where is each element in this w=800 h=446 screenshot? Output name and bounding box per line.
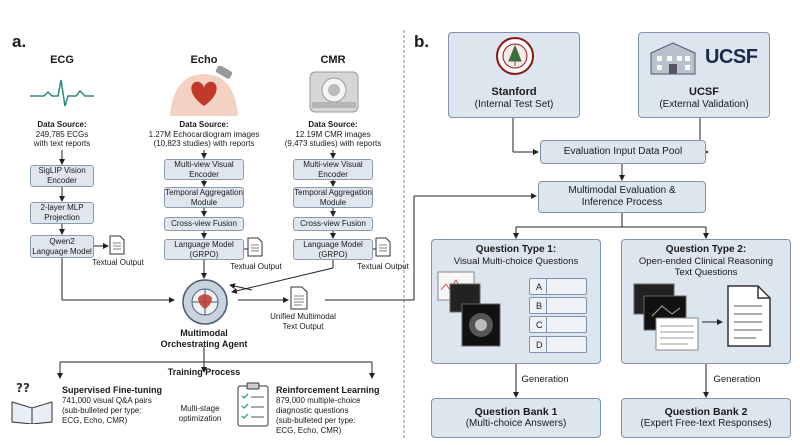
inference-line1: Multimodal Evaluation &: [568, 185, 676, 196]
ecg-language-model: Qwen2 Language Model: [30, 235, 94, 258]
panel-b-label: b.: [414, 32, 430, 51]
option-d: D: [529, 336, 587, 353]
generation-label-2: Generation: [713, 374, 761, 385]
unified-output-line1: Unified Multimodal: [270, 312, 336, 321]
rl-title: Reinforcement Learning: [276, 385, 380, 395]
option-b: B: [529, 297, 587, 314]
multistage-line1: Multi-stage: [180, 404, 220, 413]
ecg-mlp-projection: 2-layer MLP Projection: [30, 202, 94, 224]
ecg-source-title: Data Source:: [37, 120, 87, 129]
sft-line3: ECG, Echo, CMR): [62, 416, 128, 425]
rl-line1: 879,000 multiple-choice: [276, 396, 361, 405]
heart-echo-icon: [170, 66, 238, 116]
cmr-cross-view-fusion: Cross-view Fusion: [293, 217, 373, 231]
sft-line1: 741,000 visual Q&A pairs: [62, 396, 152, 405]
echo-source-line1: 1.27M Echocardiogram images: [148, 130, 260, 139]
rl-line4: ECG, Echo, CMR): [276, 426, 342, 435]
svg-text:??: ??: [16, 381, 30, 395]
cmr-title: CMR: [320, 54, 346, 66]
stanford-box: Stanford (Internal Test Set): [448, 32, 580, 118]
stanford-seal-logo: [496, 37, 534, 75]
echo-source-title: Data Source:: [179, 120, 229, 129]
unified-output-line2: Text Output: [282, 322, 324, 331]
cmr-textual-output: Textual Output: [357, 262, 409, 271]
ucsf-sub: (External Validation): [659, 99, 749, 110]
ecg-waveform-icon: [30, 79, 94, 107]
stanford-sub: (Internal Test Set): [474, 99, 554, 110]
ecg-textual-output: Textual Output: [92, 258, 144, 267]
orchestrating-agent-icon: [182, 279, 228, 325]
sft-title: Supervised Fine-tuning: [62, 385, 163, 395]
bank1-title: Question Bank 1: [474, 405, 558, 418]
inference-line2: Inference Process: [581, 197, 663, 208]
rl-line2: diagnostic questions: [276, 406, 349, 415]
unified-document-icon: [290, 286, 308, 310]
cmr-source-title: Data Source:: [308, 120, 358, 129]
qt1-title: Question Type 1:: [475, 244, 557, 255]
stanford-name: Stanford: [491, 85, 537, 98]
qt2-sub-line2: Text Questions: [674, 267, 738, 279]
echo-language-model: Language Model (GRPO): [164, 239, 244, 260]
qt2-sub-line1: Open-ended Clinical Reasoning: [638, 256, 774, 267]
echo-title: Echo: [190, 54, 218, 66]
echo-source-line2: (10,823 studies) with reports: [153, 139, 255, 148]
bank2-sub: (Expert Free-text Responses): [640, 418, 772, 430]
evaluation-input-pool: Evaluation Input Data Pool: [540, 140, 706, 164]
sft-line2: (sub-bulleted per type:: [62, 406, 142, 415]
cmr-source-line2: (9,473 studies) with reports: [284, 139, 382, 148]
ecg-vision-encoder: SigLIP Vision Encoder: [30, 165, 94, 187]
bank2-title: Question Bank 2: [664, 405, 748, 418]
checklist-icon: [237, 382, 269, 427]
cmr-language-model: Language Model (GRPO): [293, 239, 373, 260]
agent-label-line1: Multimodal: [180, 328, 228, 338]
ecg-document-icon: [109, 235, 125, 255]
echo-visual-encoder: Multi-view Visual Encoder: [164, 159, 244, 180]
option-c-label: C: [536, 320, 543, 330]
hospital-building-icon: [650, 42, 696, 75]
question-bank2-box: Question Bank 2 (Expert Free-text Respon…: [621, 398, 791, 438]
option-b-label: B: [536, 301, 543, 311]
text-question-illustration: [633, 283, 771, 351]
ucsf-box: UCSF UCSF (External Validation): [638, 32, 770, 118]
generation-label-1: Generation: [521, 374, 569, 385]
medical-images-icon: [437, 271, 501, 347]
qt1-sub: Visual Multi-choice Questions: [453, 256, 579, 267]
question-bank1-box: Question Bank 1 (Multi-choice Answers): [431, 398, 601, 438]
bank1-sub: (Multi-choice Answers): [465, 418, 567, 430]
option-a-label: A: [536, 282, 543, 292]
inference-process-box: Multimodal Evaluation & Inference Proces…: [538, 181, 706, 213]
echo-textual-output: Textual Output: [230, 262, 282, 271]
echo-cross-view-fusion: Cross-view Fusion: [164, 217, 244, 231]
option-c: C: [529, 316, 587, 333]
ucsf-name: UCSF: [689, 85, 719, 98]
mri-scanner-icon: [309, 71, 359, 113]
cmr-temporal-aggregation: Temporal Aggregation Module: [293, 187, 373, 208]
ucsf-logo-text: UCSF: [705, 46, 758, 68]
qt2-title: Question Type 2:: [665, 244, 747, 255]
echo-temporal-aggregation: Temporal Aggregation Module: [164, 187, 244, 208]
book-question-icon: ??: [11, 381, 53, 424]
rl-line3: (sub-bulleted per type:: [276, 416, 356, 425]
cmr-source-line1: 12.19M CMR images: [295, 130, 371, 139]
panel-a-label: a.: [12, 32, 27, 51]
echo-document-icon: [247, 237, 263, 257]
cmr-visual-encoder: Multi-view Visual Encoder: [293, 159, 373, 180]
training-process-title: Training Process: [167, 367, 241, 377]
option-a: A: [529, 278, 587, 295]
ecg-title: ECG: [50, 54, 74, 66]
agent-label-line2: Orchestrating Agent: [160, 339, 248, 349]
ecg-source-line1: 249,785 ECGs: [35, 130, 89, 139]
cmr-document-icon: [375, 237, 391, 257]
ecg-source-line2: with text reports: [33, 139, 91, 148]
multistage-line2: optimization: [178, 414, 222, 423]
option-d-label: D: [536, 340, 543, 350]
